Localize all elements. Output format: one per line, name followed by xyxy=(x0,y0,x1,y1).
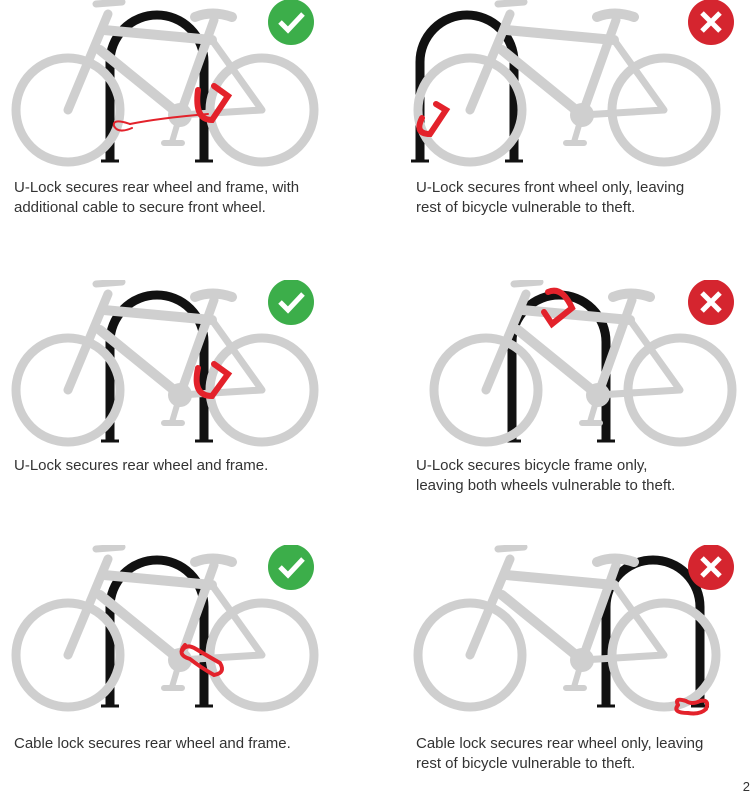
bike-rack-illustration xyxy=(0,0,378,175)
u-lock xyxy=(193,361,233,400)
check-icon xyxy=(268,0,314,45)
caption: U-Lock secures bicycle frame only,leavin… xyxy=(416,457,676,494)
u-lock xyxy=(416,101,451,138)
cable-lock xyxy=(179,643,224,678)
panel-correct-cable-lock: Cable lock secures rear wheel and frame. xyxy=(0,545,378,805)
u-lock xyxy=(541,287,576,329)
bike-rack-illustration xyxy=(0,545,378,720)
caption: Cable lock secures rear wheel only, leav… xyxy=(416,735,704,772)
panel-incorrect-frame-only: U-Lock secures bicycle frame only,leavin… xyxy=(400,280,756,540)
panel-correct-ulock-cable: U-Lock secures rear wheel and frame, wit… xyxy=(0,0,378,260)
bike-rack-illustration xyxy=(0,280,378,455)
panel-incorrect-rear-wheel-only: Cable lock secures rear wheel only, leav… xyxy=(400,545,756,805)
check-icon xyxy=(268,280,314,325)
check-icon xyxy=(268,545,314,590)
bike-rack-illustration xyxy=(400,280,756,455)
x-icon xyxy=(688,0,734,45)
cable-lock xyxy=(674,697,710,716)
u-lock xyxy=(112,83,233,132)
x-icon xyxy=(688,545,734,590)
bike-rack-illustration xyxy=(400,0,734,175)
page-number: 2 xyxy=(742,779,750,794)
caption: U-Lock secures front wheel only, leaving… xyxy=(416,179,685,216)
x-icon xyxy=(688,280,734,325)
caption: Cable lock secures rear wheel and frame. xyxy=(14,735,291,752)
caption: U-Lock secures rear wheel and frame. xyxy=(14,457,269,474)
caption: U-Lock secures rear wheel and frame, wit… xyxy=(14,179,300,216)
panel-incorrect-front-wheel: U-Lock secures front wheel only, leaving… xyxy=(400,0,756,260)
panel-correct-ulock: U-Lock secures rear wheel and frame. xyxy=(0,280,378,540)
bike-rack-illustration xyxy=(400,545,734,716)
